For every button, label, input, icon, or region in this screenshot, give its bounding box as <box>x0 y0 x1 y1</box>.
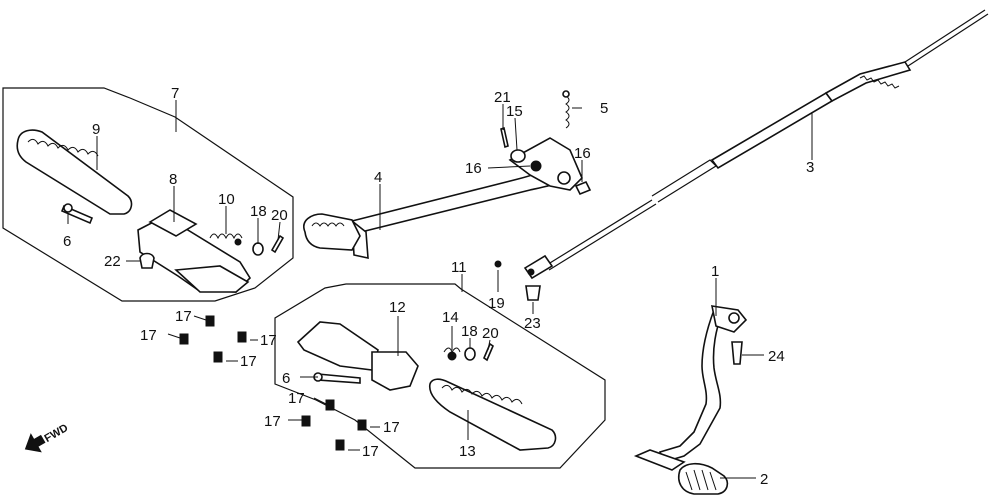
label-24: 24 <box>768 348 785 365</box>
label-3: 3 <box>806 159 814 176</box>
label-17-a: 17 <box>175 308 192 325</box>
label-6-lower: 6 <box>282 370 290 387</box>
pin-6-lower <box>313 372 361 384</box>
bolt-24 <box>731 341 743 365</box>
label-7: 7 <box>171 85 179 102</box>
joint-pin-23 <box>525 285 541 301</box>
washer-18-lower <box>464 347 476 361</box>
label-23: 23 <box>524 315 541 332</box>
label-18-upper: 18 <box>250 203 267 220</box>
label-17-b: 17 <box>140 327 157 344</box>
footpeg-bracket-8 <box>137 209 252 293</box>
pin-6-upper <box>60 203 94 225</box>
label-4: 4 <box>374 169 382 186</box>
label-19: 19 <box>488 295 505 312</box>
washer-18-upper <box>252 242 264 256</box>
label-10: 10 <box>218 191 235 208</box>
label-21: 21 <box>494 89 511 106</box>
fwd-label: FWD <box>43 422 71 445</box>
label-20-lower: 20 <box>482 325 499 342</box>
label-17-f: 17 <box>264 413 281 430</box>
cap-22 <box>139 252 155 269</box>
footpeg-9 <box>16 129 133 215</box>
label-20-upper: 20 <box>271 207 288 224</box>
label-6-upper: 6 <box>63 233 71 250</box>
label-14: 14 <box>442 309 459 326</box>
label-17-d: 17 <box>240 353 257 370</box>
label-15: 15 <box>506 103 523 120</box>
washer-15 <box>510 149 526 163</box>
label-17-g: 17 <box>383 419 400 436</box>
spring-10 <box>209 233 243 246</box>
label-18-lower: 18 <box>461 323 478 340</box>
label-11: 11 <box>451 259 467 276</box>
label-16-left: 16 <box>465 160 482 177</box>
label-8: 8 <box>169 171 177 188</box>
pedal-rubber <box>678 462 729 495</box>
cotter-pin-21 <box>500 126 509 149</box>
label-13: 13 <box>459 443 476 460</box>
label-2: 2 <box>760 471 768 488</box>
label-17-h: 17 <box>362 443 379 460</box>
group-frame-7 <box>2 87 294 302</box>
label-1: 1 <box>711 263 719 280</box>
bolt-17-set <box>179 315 367 451</box>
label-17-c: 17 <box>260 332 277 349</box>
group-frame-11 <box>274 283 606 469</box>
leader-lines <box>67 100 813 479</box>
pin-19 <box>494 260 502 268</box>
brake-pedal-arm <box>303 137 583 260</box>
label-12: 12 <box>389 299 406 316</box>
label-9: 9 <box>92 121 100 138</box>
fwd-arrow-icon: FWD <box>24 422 71 453</box>
label-16-right: 16 <box>574 145 591 162</box>
cotter-pin-20-upper <box>270 234 285 254</box>
nut-16-left <box>530 160 542 172</box>
footpeg-13 <box>428 378 557 451</box>
label-17-e: 17 <box>288 390 305 407</box>
nut-16-right <box>574 180 592 196</box>
label-5: 5 <box>600 100 608 117</box>
shift-pedal <box>633 305 748 471</box>
spring-14 <box>443 347 461 361</box>
part-labels: 7 9 8 10 18 20 6 22 4 21 15 5 16 16 3 11… <box>63 85 814 488</box>
spring-5 <box>562 90 570 129</box>
label-22: 22 <box>104 253 121 270</box>
brake-cable <box>523 9 989 280</box>
footpeg-bracket-12 <box>296 321 419 391</box>
